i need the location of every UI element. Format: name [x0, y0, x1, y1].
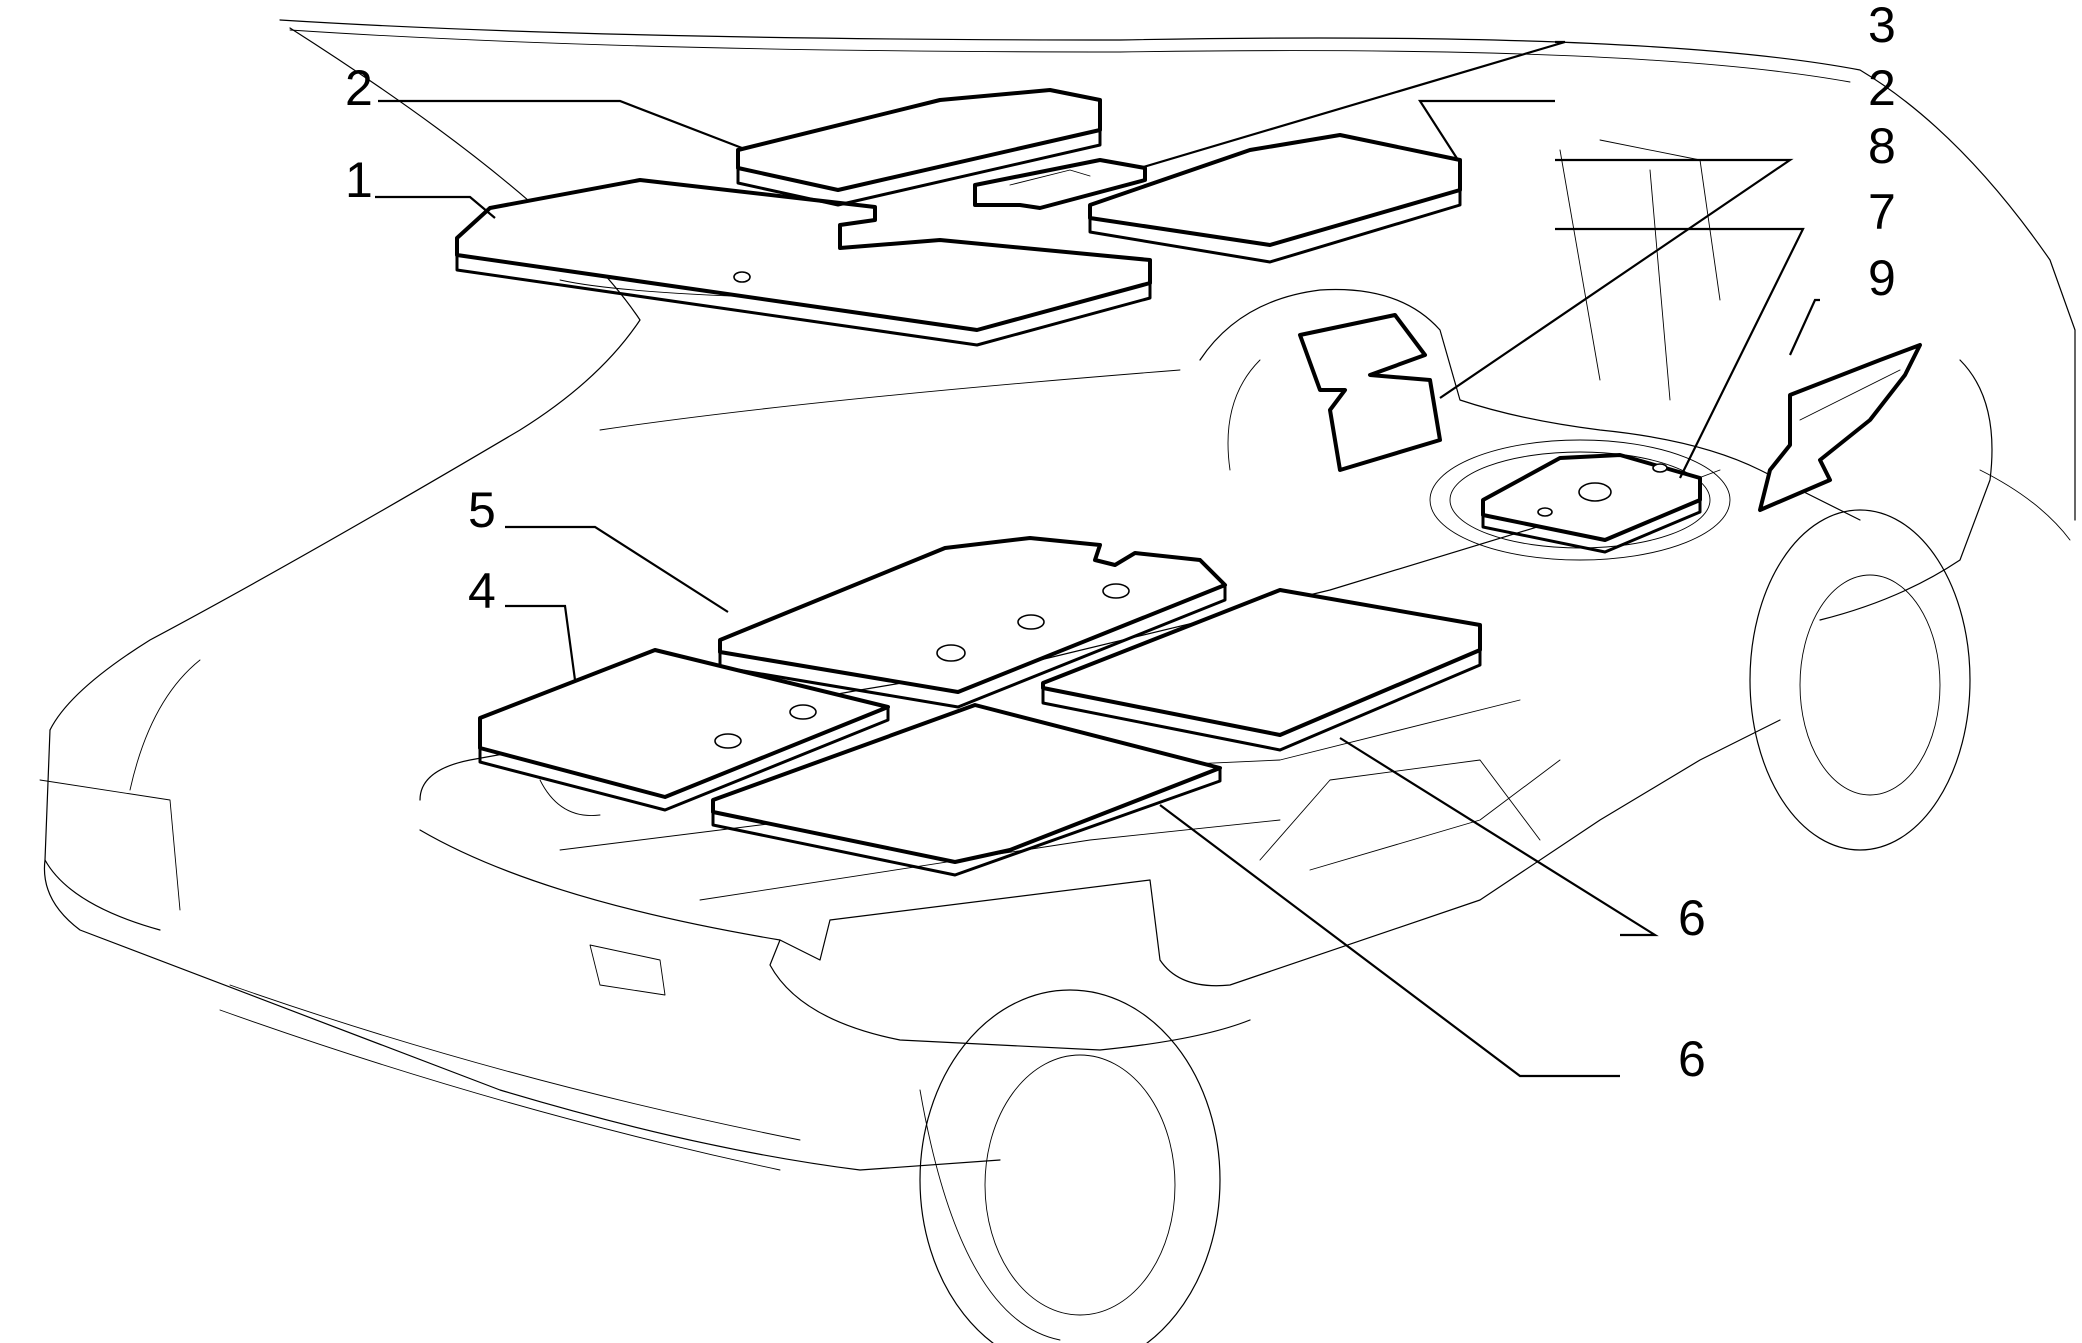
leader-6-center — [1159, 804, 1620, 1078]
callout-6-right: 6 — [1678, 890, 1706, 946]
panel-9 — [1758, 343, 1922, 512]
callout-numbers: 1 2 2 3 4 5 6 6 7 8 9 — [345, 0, 1896, 1087]
callout-6-center: 6 — [1678, 1031, 1706, 1087]
callout-2-right: 2 — [1868, 60, 1896, 116]
leader-2-left — [378, 99, 743, 150]
callout-7: 7 — [1868, 184, 1896, 240]
rear-wheel — [1749, 509, 1971, 851]
leader-2-right — [1417, 99, 1555, 161]
callout-4: 4 — [468, 563, 496, 619]
leader-5 — [505, 525, 729, 613]
panel-2-right — [1088, 133, 1462, 264]
leader-lines — [375, 40, 1820, 1078]
callout-8: 8 — [1868, 118, 1896, 174]
leader-9 — [1788, 298, 1820, 356]
callout-3: 3 — [1868, 0, 1896, 53]
leader-4 — [505, 604, 577, 681]
panel-3 — [973, 158, 1147, 210]
leader-3 — [1139, 40, 1566, 170]
panel-2-left — [736, 88, 1102, 207]
panel-8 — [1298, 313, 1442, 472]
leader-6-right — [1339, 737, 1659, 937]
panel-4 — [478, 648, 890, 812]
leader-1 — [375, 195, 496, 219]
front-wheel — [919, 989, 1221, 1343]
leader-7 — [1555, 227, 1805, 479]
panel-7 — [1481, 453, 1702, 554]
panel-6-right — [1041, 588, 1482, 752]
panel-6-center — [711, 703, 1222, 877]
callout-1: 1 — [345, 152, 373, 208]
callout-2-left: 2 — [345, 60, 373, 116]
callout-9: 9 — [1868, 250, 1896, 306]
panel-1 — [455, 178, 1152, 347]
callout-5: 5 — [468, 482, 496, 538]
leader-8 — [1439, 158, 1794, 399]
car-body-outline — [39, 19, 2076, 1343]
